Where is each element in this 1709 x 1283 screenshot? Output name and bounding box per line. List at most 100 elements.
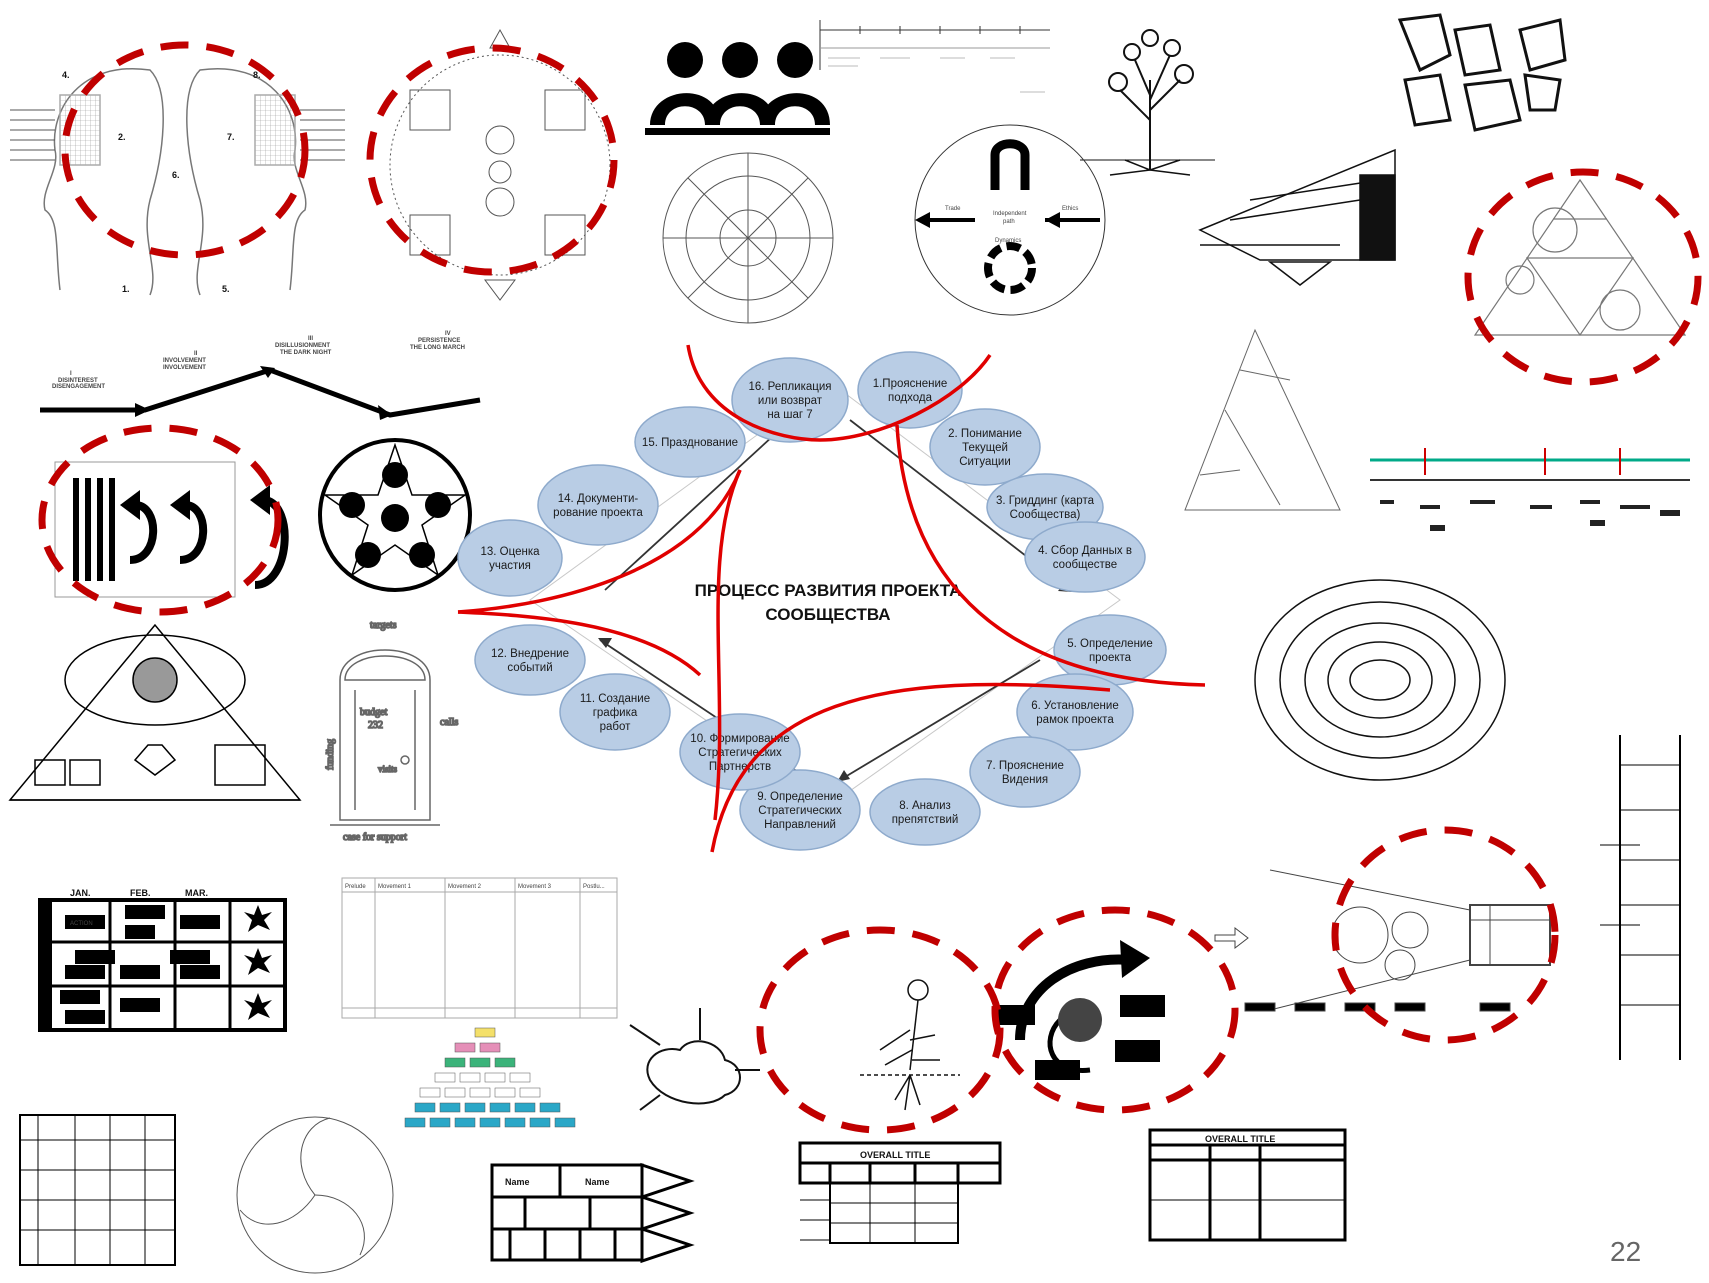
step-bubble [869,778,981,846]
step-bubble [537,464,659,546]
overall-title: OVERALL TITLE [860,1150,930,1160]
step-label: Ситуации [959,456,1011,468]
head-number: 6. [172,170,180,180]
circle-label: Ethics [1062,206,1078,212]
thumb-wheel [662,152,834,324]
head-number: 4. [62,70,70,80]
step-label: 13. Оценка [480,546,540,558]
step-label: подхода [888,392,933,404]
step-bubble [1024,521,1146,593]
thumb-pyramid-ellipse [8,623,302,801]
step-label: рование проекта [553,507,643,519]
thumb-door: targets budget 232 calls visits case for… [324,619,459,844]
step-bubble [739,769,861,851]
step-label: Стратегических [698,747,782,759]
step-label: 9. Определение [757,791,843,803]
stage-sub: DISILLUSIONMENT [275,343,330,349]
thumb-overall-table-2 [1148,1128,1347,1242]
step-label: проекта [1089,652,1132,664]
step-label: работ [600,721,632,733]
step-label: 14. Документи- [558,493,639,505]
head-number: 5. [222,284,230,294]
diamond-arrowhead [837,770,850,782]
month-label: MAR. [185,888,208,898]
thumb-puzzle-shapes [1397,13,1567,132]
stage-label: DISENGAGEMENT [52,384,105,390]
stage-label: THE LONG MARCH [410,345,465,351]
step-label: препятствий [892,814,959,826]
process-steps: 1.Прояснение подхода 2. ПониманиеТекущейСи… [457,351,1167,851]
step-label: 7. Прояснение [986,760,1064,772]
step-label: событий [507,662,552,674]
stage-head: III [308,336,313,342]
step-label: 3. Гриддинг (карта [996,495,1095,507]
thumb-star-circle [318,438,472,592]
step-label: сообществе [1053,559,1117,571]
dashed-red-circles [38,41,1702,1134]
thumb-triangle [1473,178,1687,337]
thumb-funnel [1214,869,1551,1012]
door-bottom: case for support [343,832,407,843]
thumb-stages: I DISINTEREST DISENGAGEMENT II INVOLVEME… [40,331,481,420]
step-bubble [457,519,563,597]
overall-title: OVERALL TITLE [1205,1134,1275,1144]
movement-header: Movement 1 [378,884,412,890]
stage-label: THE DARK NIGHT [280,350,332,356]
thumb-cycle-arrow [995,940,1165,1080]
thumb-tree [1080,29,1215,176]
step-label: 11. Создание [580,693,650,705]
stage-sub: PERSISTENCE [418,338,460,344]
step-label: 2. Понимание [948,428,1022,440]
thumb-name-table [490,1162,695,1264]
thumb-simple-grid [19,1114,176,1266]
step-bubble [969,736,1081,808]
thumb-timeline [819,20,1050,93]
head-number: 7. [227,132,235,142]
step-label: 1.Прояснение [873,378,948,390]
step-label: Текущей [962,442,1008,454]
thumb-triangle-lines [1184,328,1341,511]
red-curves [457,344,1206,853]
step-label: Видения [1002,774,1048,786]
movement-header: Movement 2 [448,884,482,890]
step-label: 10. Формирование [690,733,789,745]
circle-label: Dynamics [995,238,1021,244]
thumb-overall-table-1 [798,1141,1002,1244]
stage-sub: DISINTEREST [58,378,98,384]
thumb-staircase [1198,148,1396,286]
step-label: 15. Празднование [642,437,738,449]
step-label: или возврат [758,395,823,407]
page-number: 22 [1610,1236,1642,1267]
step-label: на шаг 7 [767,409,812,421]
month-label: FEB. [130,888,151,898]
circle-label: Independent [993,211,1027,217]
thumb-action-table: JAN. FEB. MAR. ACTION [38,888,287,1032]
step-bubble [731,357,849,443]
name-cell: Name [505,1177,530,1187]
center-title: ПРОЦЕСС РАЗВИТИЯ ПРОЕКТА [695,581,962,600]
thumb-boxes-circle [389,28,611,301]
thumb-circle-arrows: Trade Independent path Ethics Dynamics [914,124,1106,316]
step-label: графика [593,707,638,719]
step-label: Стратегических [758,805,842,817]
door-amount: 232 [368,720,383,731]
diamond-arrowhead [598,638,612,648]
circle-label: Trade [945,206,961,212]
stage-head: II [194,351,198,357]
action-label: ACTION [70,921,93,927]
movement-header: Postlu... [583,884,605,890]
step-label: 16. Репликация [748,381,831,393]
step-bubble [474,624,586,696]
door-left: funding [325,739,336,770]
center-title: СООБЩЕСТВА [765,605,890,624]
step-bubble [929,408,1041,486]
stage-label: INVOLVEMENT [163,365,206,371]
thumb-color-pyramid [404,1027,576,1128]
thumb-concentric [1254,579,1506,781]
thumb-rock-arrows [629,1008,760,1111]
thumb-green-timeline [1370,448,1690,531]
door-right: calls [440,717,458,728]
step-label: 6. Установление [1031,700,1118,712]
thumb-vertical-chart [1600,735,1681,1060]
